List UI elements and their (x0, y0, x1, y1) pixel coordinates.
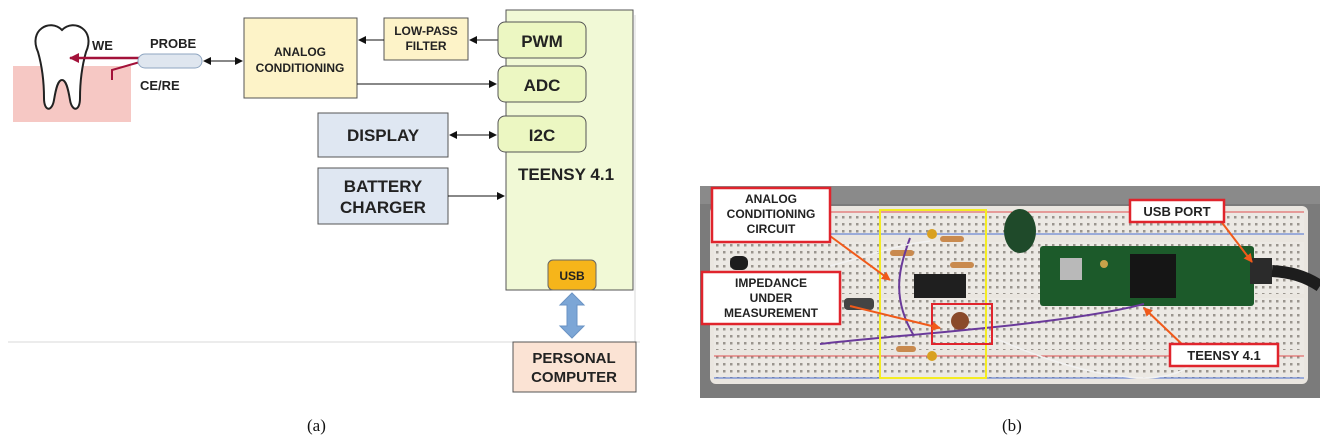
pwm-label: PWM (521, 32, 563, 51)
battery-charger-line2: CHARGER (340, 198, 426, 217)
probe-label: PROBE (150, 36, 197, 51)
analog-conditioning-line2: CONDITIONING (256, 61, 345, 75)
probe (137, 53, 203, 69)
i2c-block (497, 115, 587, 153)
pc-line1: PERSONAL (532, 350, 615, 367)
callout-analog-line3: CIRCUIT (747, 222, 796, 236)
battery-charger-block (317, 167, 449, 225)
callout-impedance-line2: UNDER (750, 291, 793, 305)
display-block (317, 112, 449, 158)
callout-teensy-label: TEENSY 4.1 (1187, 348, 1260, 363)
caption-a: (a) (307, 416, 326, 435)
callout-usb-port (1128, 198, 1226, 224)
callout-analog-line1: ANALOG (745, 192, 797, 206)
i2c-label: I2C (529, 126, 555, 145)
teensy-label: TEENSY 4.1 (518, 165, 614, 184)
op-amp-chip (914, 274, 966, 298)
usb-pc-arrow (558, 292, 586, 339)
callout-analog-line2: CONDITIONING (727, 207, 816, 221)
low-pass-line2: FILTER (405, 39, 446, 53)
pwm-block (497, 21, 587, 59)
analog-conditioning-block (243, 17, 358, 99)
low-pass-line1: LOW-PASS (394, 24, 458, 38)
ce-re-label: CE/RE (140, 78, 180, 93)
pc-line2: COMPUTER (531, 369, 617, 386)
block-diagram: WE CE/RE PROBE ANALOG CONDITIONING LOW-P… (8, 9, 640, 393)
adc-label: ADC (524, 76, 561, 95)
callout-impedance (700, 270, 842, 326)
usb-label: USB (559, 269, 585, 283)
display-label: DISPLAY (347, 126, 420, 145)
personal-computer-block (512, 341, 637, 393)
callout-teensy (1168, 342, 1280, 368)
adc-block (497, 65, 587, 103)
caption-b: (b) (1002, 416, 1022, 435)
callout-impedance-line3: MEASUREMENT (724, 306, 819, 320)
callout-usb-port-label: USB PORT (1143, 204, 1210, 219)
breadboard-photo: ANALOG CONDITIONING CIRCUIT USB PORT IMP… (700, 186, 1320, 398)
battery-charger-line1: BATTERY (344, 177, 423, 196)
callout-analog-conditioning (710, 186, 832, 244)
we-label: WE (92, 38, 113, 53)
tooth-icon (34, 24, 90, 110)
low-pass-filter-block (383, 17, 469, 61)
callout-impedance-line1: IMPEDANCE (735, 276, 807, 290)
analog-conditioning-line1: ANALOG (274, 45, 326, 59)
usb-block (547, 259, 597, 291)
analog-circuit-highlight (879, 209, 987, 379)
